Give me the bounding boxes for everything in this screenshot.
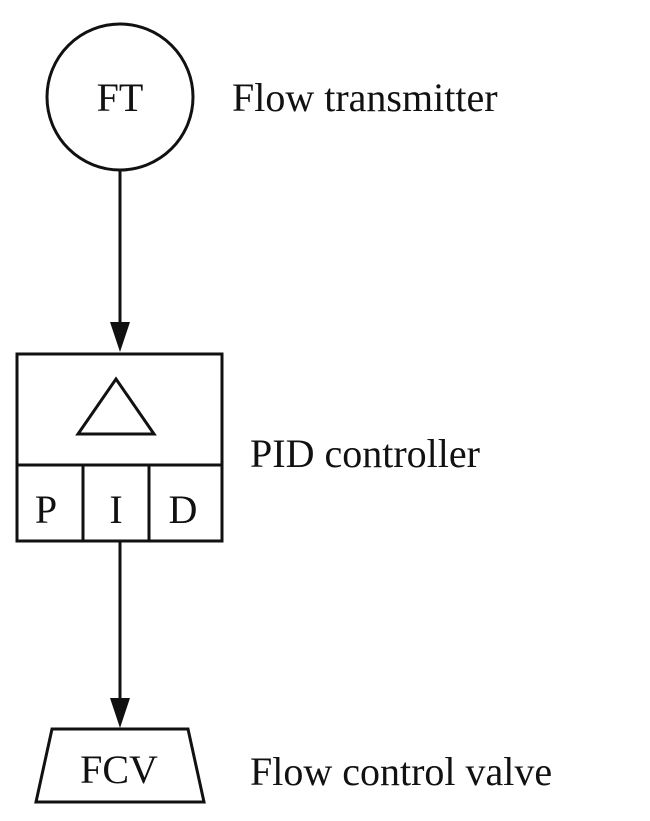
flow-transmitter-node[interactable]: FT bbox=[45, 22, 195, 172]
edge-pid-to-fcv bbox=[110, 541, 130, 728]
edge-ft-to-pid bbox=[110, 170, 130, 352]
flow-control-valve-shape bbox=[34, 727, 206, 804]
pid-controller-node[interactable]: P I D bbox=[15, 352, 224, 543]
flow-control-valve-label: Flow control valve bbox=[250, 749, 552, 794]
pid-controller-label: PID controller bbox=[250, 431, 480, 476]
edge-pid-to-fcv-arrowhead bbox=[110, 698, 130, 728]
edge-ft-to-pid-arrowhead bbox=[110, 322, 130, 352]
flow-control-valve-symbol: FCV bbox=[80, 747, 158, 792]
flow-transmitter-symbol: FT bbox=[97, 75, 144, 120]
triangle-icon bbox=[75, 376, 157, 436]
pid-cell-d: D bbox=[169, 487, 198, 532]
pid-cell-i: I bbox=[109, 487, 122, 532]
pid-cell-p: P bbox=[35, 487, 57, 532]
flow-transmitter-label: Flow transmitter bbox=[232, 75, 498, 120]
flow-control-valve-node[interactable]: FCV bbox=[34, 727, 206, 804]
